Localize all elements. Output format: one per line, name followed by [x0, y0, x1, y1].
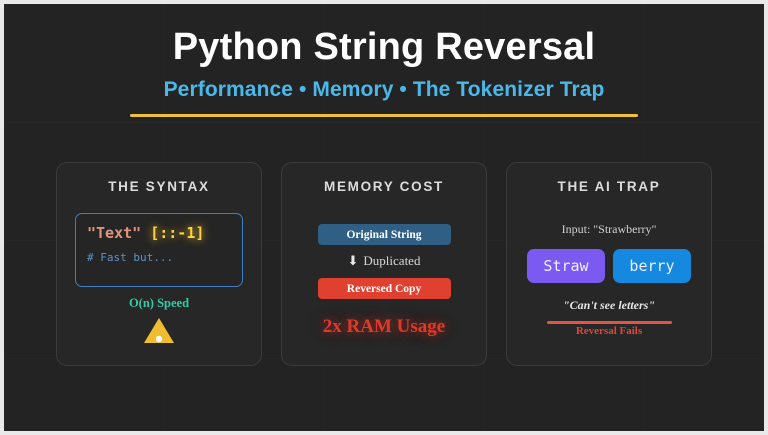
bar-original-string: Original String — [317, 224, 451, 245]
code-line-expression: "Text" [::-1] — [87, 224, 231, 242]
token-row: Straw berry — [527, 249, 691, 283]
token-straw: Straw — [527, 249, 605, 283]
card-ai-trap: THE AI TRAP Input: "Strawberry" Straw be… — [506, 162, 712, 366]
input-label: Input: "Strawberry" — [561, 222, 657, 236]
fail-label: Reversal Fails — [575, 324, 643, 337]
ram-usage-label: 2x RAM Usage — [322, 316, 446, 337]
arrow-down-icon: ⬇ — [347, 253, 359, 269]
code-line-comment: # Fast but... — [87, 251, 174, 264]
page-title: Python String Reversal — [172, 26, 596, 68]
card-ai-trap-title: THE AI TRAP — [557, 179, 661, 194]
ai-quote: "Can't see letters" — [563, 298, 655, 312]
speed-label: O(n) Speed — [128, 296, 190, 310]
page-subtitle: Performance • Memory • The Tokenizer Tra… — [163, 77, 605, 101]
header-divider — [130, 113, 638, 117]
duplicated-label: Duplicated — [363, 253, 421, 268]
code-block: "Text" [::-1] # Fast but... — [75, 213, 243, 287]
cards-row: THE SYNTAX "Text" [::-1] # Fast but... O… — [56, 162, 712, 366]
code-token-string: "Text" — [87, 224, 142, 242]
token-berry: berry — [613, 249, 691, 283]
fail-divider — [546, 321, 672, 324]
bar-reversed-copy: Reversed Copy — [317, 278, 451, 299]
card-memory-title: MEMORY COST — [324, 179, 444, 194]
slide-background: Python String Reversal Performance • Mem… — [4, 4, 764, 431]
card-memory: MEMORY COST Original String ⬇ Duplicated… — [281, 162, 487, 366]
warning-triangle-icon — [143, 317, 175, 344]
card-syntax: THE SYNTAX "Text" [::-1] # Fast but... O… — [56, 162, 262, 366]
card-syntax-title: THE SYNTAX — [108, 179, 210, 194]
header: Python String Reversal Performance • Mem… — [4, 26, 764, 117]
duplicated-row: ⬇ Duplicated — [348, 253, 421, 269]
code-token-slice: [::-1] — [150, 224, 205, 242]
